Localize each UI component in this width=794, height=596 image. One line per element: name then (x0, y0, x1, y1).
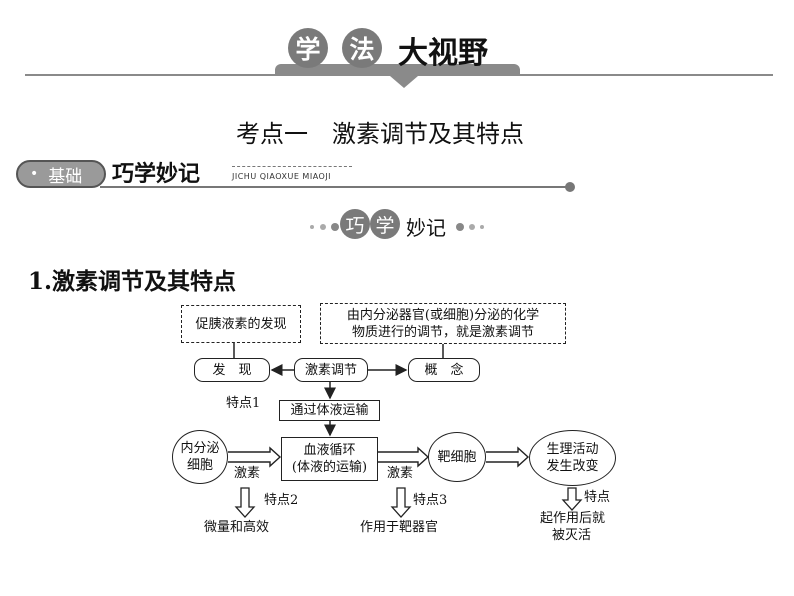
sub-dot-1 (310, 225, 314, 229)
target-cell-text: 靶细胞 (437, 449, 477, 465)
header-title: 大视野 (398, 36, 488, 71)
title-circle-2-text: 法 (349, 35, 375, 64)
banner-main: 巧学妙记 (112, 162, 201, 187)
discovery-note: 促胰液素的发现 (181, 305, 301, 343)
title-circle-1: 学 (288, 28, 328, 68)
physiological-line-1: 生理活动 (546, 442, 599, 457)
blood-circulation-line-1: 血液循环 (303, 443, 356, 458)
concept-text: 概 念 (424, 362, 464, 378)
feature2-label: 特点2 (264, 493, 299, 508)
down-arrow-feature (561, 487, 583, 511)
discovery-box: 发 现 (194, 358, 270, 382)
sub-circle-1: 巧 (340, 209, 370, 239)
hormone-regulation-box: 激素调节 (294, 358, 368, 382)
banner-end-dot (565, 182, 575, 192)
down-arrow-feature3 (390, 487, 412, 518)
banner-pill-dot: • (30, 166, 39, 182)
double-arrow-1 (228, 446, 282, 468)
discovery-text: 发 现 (212, 362, 252, 378)
concept-note: 由内分泌器官(或细胞)分泌的化学 物质进行的调节，就是激素调节 (320, 303, 566, 344)
sub-dot-4 (456, 223, 464, 231)
concept-note-line-1: 由内分泌器官(或细胞)分泌的化学 (346, 307, 540, 323)
blood-circulation-line-2: (体液的运输) (291, 460, 368, 475)
header-band (275, 64, 520, 76)
sub-dot-3 (331, 223, 339, 231)
section-heading: 考点一 激素调节及其特点 (236, 120, 524, 148)
down-arrow-feature2 (234, 487, 256, 518)
banner-dashes (232, 166, 352, 167)
concept-box: 概 念 (408, 358, 480, 382)
endocrine-cell-line-2: 细胞 (186, 458, 213, 473)
title-circle-2: 法 (342, 28, 382, 68)
feature-label: 特点 (584, 490, 611, 505)
transport-box: 通过体液运输 (279, 400, 380, 421)
content-heading: 1.激素调节及其特点 (28, 268, 237, 295)
discovery-note-text: 促胰液素的发现 (195, 316, 287, 332)
title-circle-1-text: 学 (295, 35, 321, 64)
feature2-text: 微量和高效 (204, 520, 270, 535)
endocrine-cell-line-1: 内分泌 (180, 441, 220, 456)
hormone-regulation-text: 激素调节 (304, 362, 357, 378)
sub-circle-1-text: 巧 (345, 214, 365, 237)
blood-circulation-box: 血液循环 (体液的运输) (281, 437, 378, 481)
feature-text-line-2: 被灭活 (552, 528, 592, 543)
endocrine-cell-ellipse: 内分泌 细胞 (172, 430, 228, 484)
banner-pill-text: 基础 (48, 166, 83, 187)
sub-circle-2-text: 学 (375, 214, 395, 237)
target-cell-ellipse: 靶细胞 (428, 432, 486, 482)
sub-dot-6 (480, 225, 484, 229)
feature3-text: 作用于靶器官 (360, 520, 439, 535)
hormone-label-1: 激素 (234, 466, 261, 481)
banner-pinyin: JICHU QIAOXUE MIAOJI (232, 172, 332, 181)
double-arrow-3 (486, 446, 530, 468)
transport-text: 通过体液运输 (290, 403, 369, 418)
feature-text-line-1: 起作用后就 (540, 511, 606, 526)
physiological-line-2: 发生改变 (546, 459, 599, 474)
feature3-label: 特点3 (413, 493, 448, 508)
header-pointer (390, 76, 418, 88)
physiological-ellipse: 生理活动 发生改变 (529, 430, 616, 486)
feature1-label: 特点1 (226, 396, 261, 411)
sub-dot-5 (469, 224, 475, 230)
sub-dot-2 (320, 224, 326, 230)
concept-note-line-2: 物质进行的调节，就是激素调节 (351, 324, 534, 340)
banner-pill: • 基础 (16, 160, 106, 188)
double-arrow-2 (378, 446, 430, 468)
hormone-label-2: 激素 (387, 466, 414, 481)
banner-rule (100, 186, 570, 188)
sub-circle-2: 学 (370, 209, 400, 239)
sub-banner-rest: 妙记 (406, 216, 446, 240)
